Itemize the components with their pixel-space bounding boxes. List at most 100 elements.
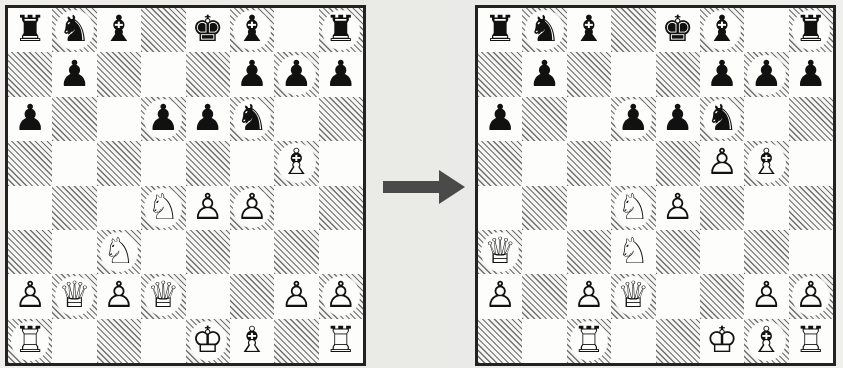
square-f1[interactable]: ♔ — [700, 319, 744, 363]
square-g8[interactable] — [744, 8, 788, 52]
square-d8[interactable] — [141, 8, 185, 52]
square-h3[interactable] — [789, 230, 833, 274]
white-pawn-icon[interactable]: ♙ — [706, 145, 738, 181]
square-h6[interactable] — [319, 97, 363, 141]
square-c1[interactable] — [97, 319, 141, 363]
square-f4[interactable]: ♙ — [230, 186, 274, 230]
square-e5[interactable] — [656, 141, 700, 185]
black-pawn-icon[interactable]: ♟ — [795, 57, 827, 93]
square-e2[interactable] — [656, 274, 700, 318]
square-d5[interactable] — [611, 141, 655, 185]
white-pawn-icon[interactable]: ♙ — [793, 277, 829, 315]
black-pawn-icon[interactable]: ♟ — [706, 57, 738, 93]
square-c5[interactable] — [97, 141, 141, 185]
square-a6[interactable]: ♟ — [8, 97, 52, 141]
white-pawn-icon[interactable]: ♙ — [234, 189, 270, 227]
square-c6[interactable] — [567, 97, 611, 141]
square-f6[interactable]: ♞ — [230, 97, 274, 141]
white-bishop-icon[interactable]: ♗ — [236, 323, 268, 359]
square-b6[interactable] — [522, 97, 566, 141]
square-d3[interactable] — [141, 230, 185, 274]
square-h1[interactable]: ♖ — [789, 319, 833, 363]
square-h1[interactable]: ♖ — [319, 319, 363, 363]
square-g4[interactable] — [274, 186, 318, 230]
square-f4[interactable] — [700, 186, 744, 230]
square-g7[interactable]: ♟ — [744, 52, 788, 96]
white-king-icon[interactable]: ♔ — [706, 323, 738, 359]
black-bishop-icon[interactable]: ♝ — [704, 11, 740, 49]
black-pawn-icon[interactable]: ♟ — [192, 101, 224, 137]
square-h8[interactable]: ♜ — [789, 8, 833, 52]
square-c5[interactable] — [567, 141, 611, 185]
square-g3[interactable] — [744, 230, 788, 274]
square-e4[interactable]: ♙ — [186, 186, 230, 230]
square-b8[interactable]: ♞ — [522, 8, 566, 52]
square-f5[interactable] — [230, 141, 274, 185]
black-bishop-icon[interactable]: ♝ — [103, 12, 135, 48]
square-c7[interactable] — [97, 52, 141, 96]
square-d6[interactable]: ♟ — [611, 97, 655, 141]
square-b2[interactable]: ♕ — [52, 274, 96, 318]
square-c3[interactable] — [567, 230, 611, 274]
black-knight-icon[interactable]: ♞ — [234, 100, 270, 138]
square-a1[interactable] — [478, 319, 522, 363]
white-rook-icon[interactable]: ♖ — [795, 323, 827, 359]
black-pawn-icon[interactable]: ♟ — [58, 57, 90, 93]
square-e2[interactable] — [186, 274, 230, 318]
black-pawn-icon[interactable]: ♟ — [325, 57, 357, 93]
square-e3[interactable] — [656, 230, 700, 274]
black-rook-icon[interactable]: ♜ — [14, 12, 46, 48]
square-b8[interactable]: ♞ — [52, 8, 96, 52]
square-b7[interactable]: ♟ — [522, 52, 566, 96]
white-bishop-icon[interactable]: ♗ — [278, 144, 314, 182]
white-rook-icon[interactable]: ♖ — [325, 323, 357, 359]
square-e6[interactable]: ♟ — [656, 97, 700, 141]
square-d1[interactable] — [141, 319, 185, 363]
square-b5[interactable] — [52, 141, 96, 185]
white-queen-icon[interactable]: ♕ — [615, 277, 651, 315]
white-knight-icon[interactable]: ♘ — [101, 233, 137, 271]
square-d7[interactable] — [611, 52, 655, 96]
square-a5[interactable] — [8, 141, 52, 185]
square-h4[interactable] — [789, 186, 833, 230]
square-a6[interactable]: ♟ — [478, 97, 522, 141]
square-a4[interactable] — [8, 186, 52, 230]
square-b6[interactable] — [52, 97, 96, 141]
square-f5[interactable]: ♙ — [700, 141, 744, 185]
square-b1[interactable] — [522, 319, 566, 363]
square-c4[interactable] — [567, 186, 611, 230]
black-king-icon[interactable]: ♚ — [662, 12, 694, 48]
square-g5[interactable]: ♗ — [274, 141, 318, 185]
square-g5[interactable]: ♗ — [744, 141, 788, 185]
square-e5[interactable] — [186, 141, 230, 185]
black-knight-icon[interactable]: ♞ — [56, 11, 92, 49]
square-a4[interactable] — [478, 186, 522, 230]
square-f6[interactable]: ♞ — [700, 97, 744, 141]
square-d4[interactable]: ♘ — [141, 186, 185, 230]
black-pawn-icon[interactable]: ♟ — [14, 101, 46, 137]
square-f8[interactable]: ♝ — [230, 8, 274, 52]
square-d5[interactable] — [141, 141, 185, 185]
square-a3[interactable]: ♕ — [478, 230, 522, 274]
black-king-icon[interactable]: ♚ — [192, 12, 224, 48]
square-b1[interactable] — [52, 319, 96, 363]
white-king-icon[interactable]: ♔ — [190, 322, 226, 360]
square-h8[interactable]: ♜ — [319, 8, 363, 52]
square-h2[interactable]: ♙ — [319, 274, 363, 318]
white-knight-icon[interactable]: ♘ — [617, 234, 649, 270]
black-pawn-icon[interactable]: ♟ — [662, 101, 694, 137]
square-h7[interactable]: ♟ — [789, 52, 833, 96]
square-c3[interactable]: ♘ — [97, 230, 141, 274]
square-e1[interactable]: ♔ — [186, 319, 230, 363]
square-d4[interactable]: ♘ — [611, 186, 655, 230]
white-queen-icon[interactable]: ♕ — [56, 277, 92, 315]
square-g2[interactable]: ♙ — [274, 274, 318, 318]
square-a2[interactable]: ♙ — [478, 274, 522, 318]
square-d2[interactable]: ♕ — [611, 274, 655, 318]
white-rook-icon[interactable]: ♖ — [12, 322, 48, 360]
white-rook-icon[interactable]: ♖ — [571, 322, 607, 360]
white-pawn-icon[interactable]: ♙ — [573, 278, 605, 314]
square-e8[interactable]: ♚ — [656, 8, 700, 52]
square-e4[interactable]: ♙ — [656, 186, 700, 230]
square-f3[interactable] — [230, 230, 274, 274]
